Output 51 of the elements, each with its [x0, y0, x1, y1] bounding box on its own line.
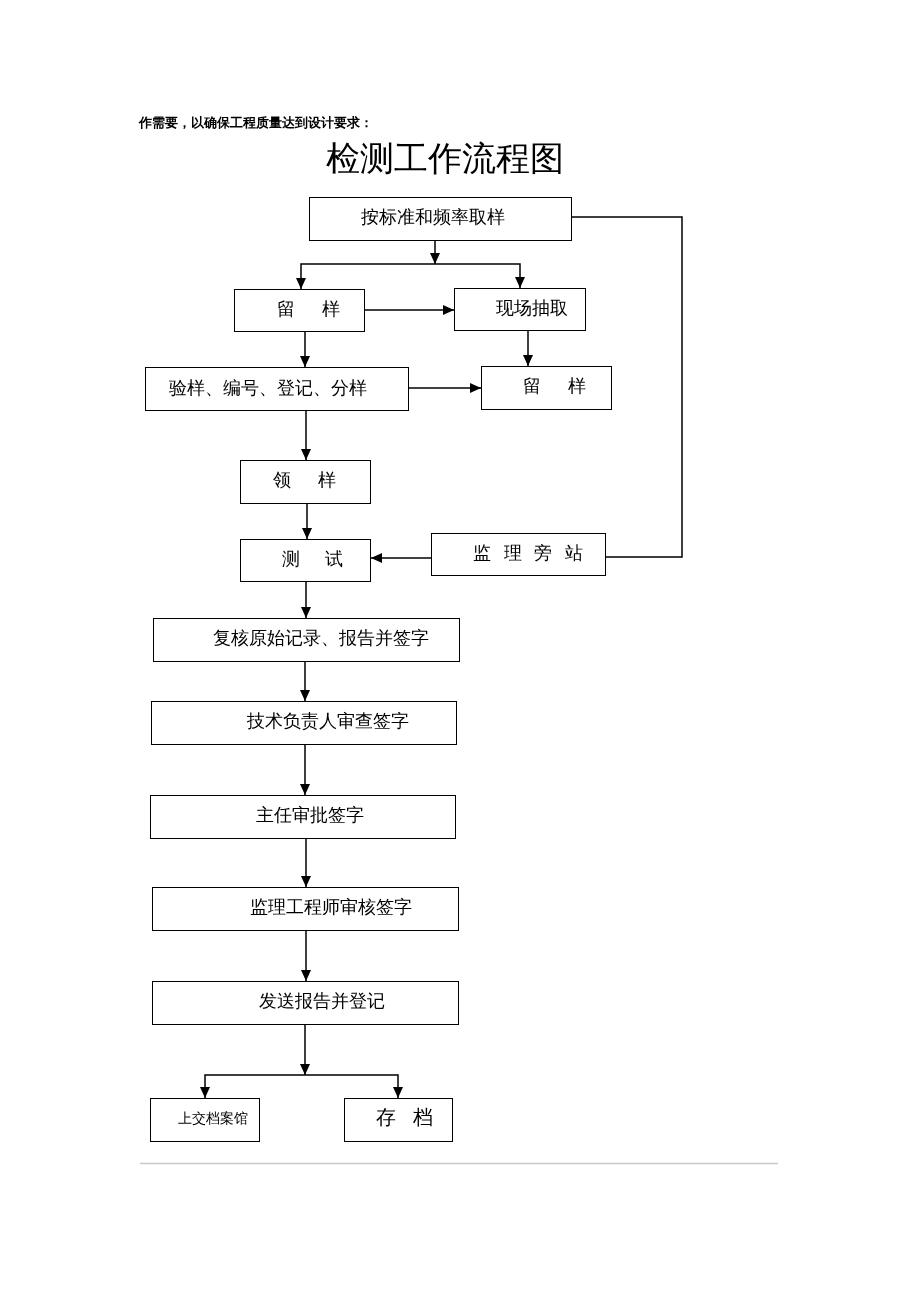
- step-label: 技术负责人审查签字: [247, 710, 409, 732]
- intro-text: 作需要，以确保工程质量达到设计要求：: [139, 115, 373, 131]
- process-box: [240, 460, 371, 504]
- arrow: [301, 581, 311, 619]
- process-box: [481, 366, 612, 410]
- step-label: 发送报告并登记: [259, 990, 385, 1012]
- arrow: [408, 383, 482, 393]
- step-label: 上交档案馆: [178, 1110, 248, 1128]
- step-label: 领 样: [273, 469, 336, 491]
- arrow: [300, 1024, 310, 1076]
- step-label: 留 样: [523, 375, 586, 397]
- process-box: [344, 1098, 453, 1142]
- step-label: 存 档: [376, 1106, 433, 1128]
- arrow: [434, 263, 525, 289]
- process-box: [431, 533, 606, 576]
- arrow: [302, 503, 312, 540]
- process-box: [150, 795, 456, 839]
- arrow: [300, 661, 310, 702]
- arrow: [296, 263, 436, 290]
- step-label: 现场抽取: [496, 297, 568, 319]
- arrow: [304, 1074, 403, 1099]
- step-label: 主任审批签字: [256, 804, 364, 826]
- step-label: 验样、编号、登记、分样: [169, 377, 367, 399]
- process-box: [145, 367, 409, 411]
- process-box: [309, 197, 572, 241]
- arrow: [301, 838, 311, 888]
- process-box: [152, 887, 459, 931]
- process-box: [151, 701, 457, 745]
- arrow: [300, 331, 310, 368]
- process-box: [234, 289, 365, 332]
- step-label: 监 理 旁 站: [473, 542, 583, 564]
- arrow: [300, 744, 310, 796]
- arrow: [301, 930, 311, 982]
- process-box: [152, 981, 459, 1025]
- connector-line: [571, 216, 683, 558]
- arrow: [364, 305, 455, 315]
- arrow: [301, 410, 311, 461]
- arrow: [523, 330, 533, 367]
- step-label: 复核原始记录、报告并签字: [213, 627, 429, 649]
- step-label: 留 样: [277, 298, 340, 320]
- process-box: [150, 1098, 260, 1142]
- step-label: 按标准和频率取样: [361, 206, 505, 228]
- process-box: [240, 539, 371, 582]
- step-label: 测 试: [282, 548, 343, 570]
- arrow: [430, 240, 440, 265]
- process-box: [454, 288, 586, 331]
- step-label: 监理工程师审核签字: [250, 896, 412, 918]
- arrow: [370, 553, 432, 563]
- diagram-title: 检测工作流程图: [326, 139, 564, 179]
- process-box: [153, 618, 460, 662]
- arrow: [200, 1074, 306, 1099]
